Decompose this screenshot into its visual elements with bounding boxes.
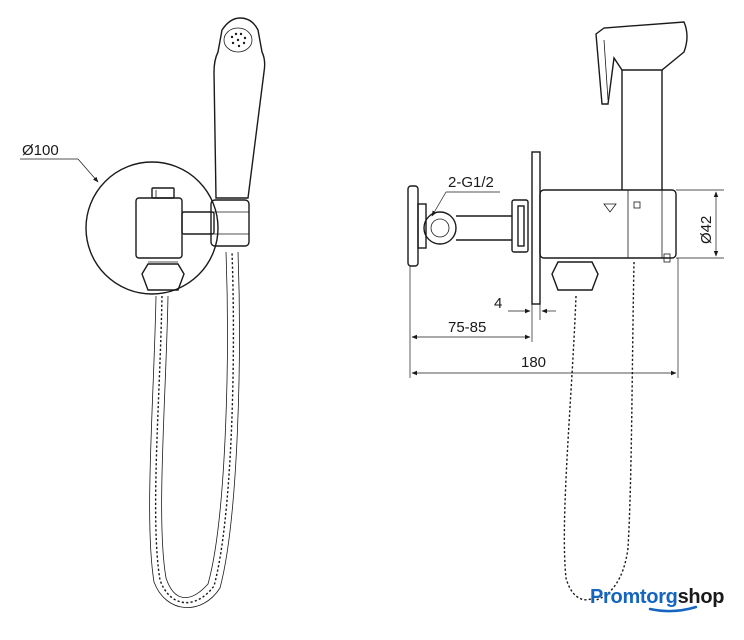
thread-circle (423, 211, 457, 245)
side-mixer-body (539, 189, 677, 259)
dimension-flange-thickness: 4 (494, 295, 502, 312)
side-outlet-nut (551, 261, 599, 291)
hose-front (154, 251, 235, 604)
logo-part-1: Promtorg (590, 586, 678, 608)
holder-bracket (181, 211, 215, 235)
brand-logo: Promtorgshop (590, 586, 724, 609)
dimension-wall-depth: 75-85 (448, 319, 486, 336)
side-hand-shower (595, 21, 688, 105)
wall-flange (531, 151, 541, 305)
wall-plate-circle (85, 161, 219, 295)
side-view: 2-G1/2 Ø42 4 75-85 180 (407, 21, 724, 601)
dimension-total-length: 180 (521, 354, 546, 371)
dimension-body-diameter: Ø42 (698, 216, 715, 244)
shower-head-face (223, 27, 253, 53)
wall-eccentric (407, 185, 419, 267)
hand-shower (213, 17, 266, 199)
mixer-body (135, 197, 183, 259)
outlet-nut (141, 263, 185, 291)
dimension-thread-label: 2-G1/2 (448, 174, 494, 191)
hose-side-left (563, 295, 597, 601)
holder-collar (210, 199, 250, 247)
front-view: Ø100 (20, 17, 266, 608)
spray-nozzles-icon (230, 32, 247, 48)
dimension-outer-diameter: Ø100 (22, 142, 59, 159)
logo-swoosh-icon (648, 605, 698, 613)
logo-part-2: shop (677, 586, 725, 608)
hose-side-right (595, 261, 635, 601)
